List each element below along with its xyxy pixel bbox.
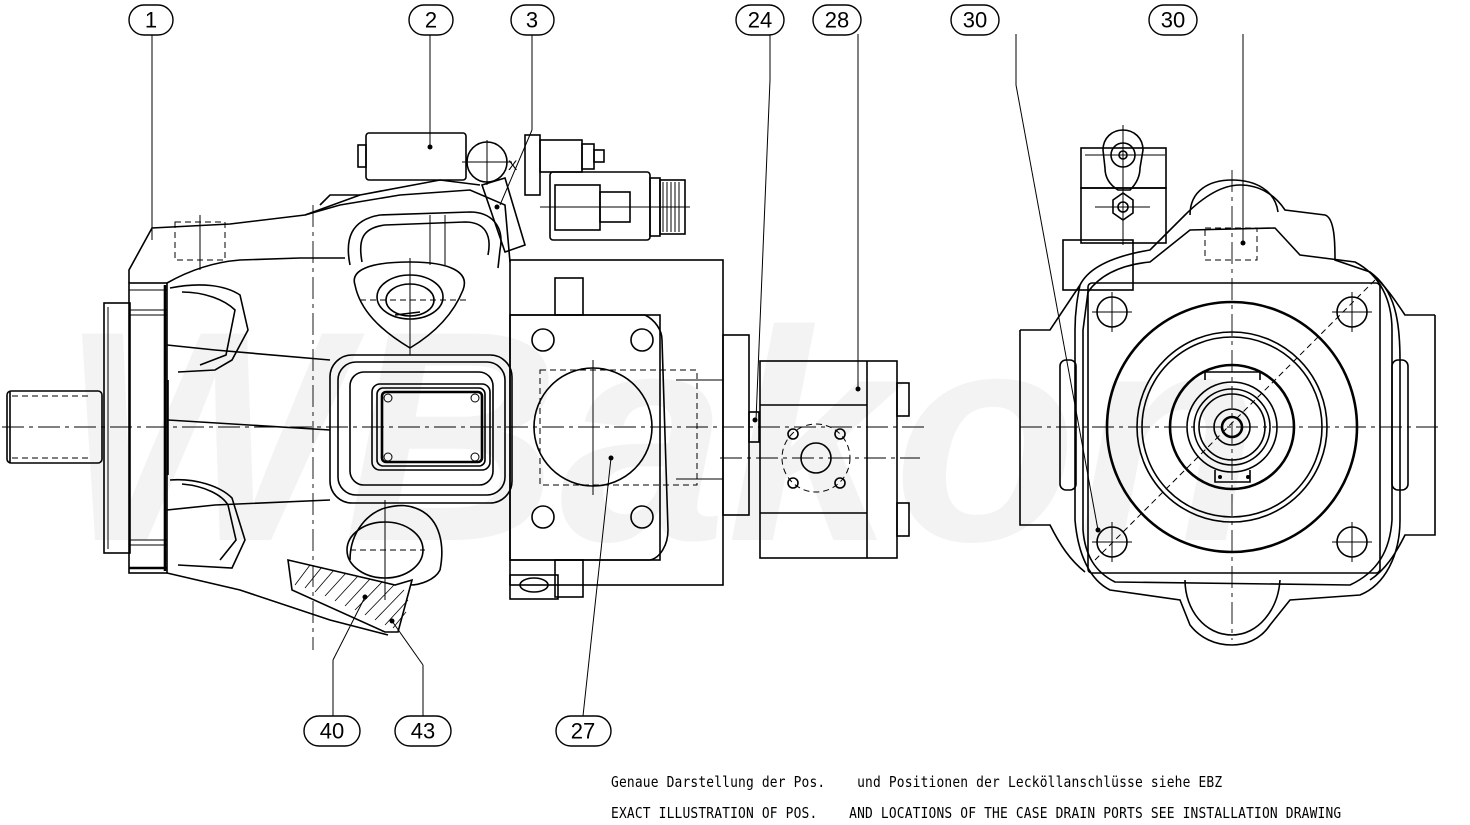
note-english: EXACT ILLUSTRATION OF POS. AND LOCATIONS…: [611, 804, 1341, 822]
control-valve: X: [304, 132, 690, 254]
drive-shaft: [6, 390, 103, 464]
svg-text:1: 1: [145, 8, 157, 33]
svg-text:30: 30: [1161, 8, 1185, 33]
svg-text:28: 28: [825, 8, 849, 33]
note-german-left: Genaue Darstellung der Pos.: [611, 773, 826, 791]
sectioned-part: [287, 558, 414, 633]
balloon-24: 24: [735, 4, 785, 36]
upper-boss: [347, 211, 502, 269]
balloon-28: 28: [812, 4, 862, 36]
end-view-valve: [1062, 125, 1167, 291]
note-german-right: und Positionen der Lecköllanschlüsse sie…: [857, 773, 1223, 791]
balloon-30-left: 30: [950, 4, 1000, 36]
gear-pump: [720, 334, 920, 559]
side-view: X: [2, 132, 925, 650]
balloon-43: 43: [394, 715, 452, 747]
note-english-left: EXACT ILLUSTRATION OF POS.: [611, 804, 818, 822]
balloon-1: 1: [128, 4, 174, 36]
balloon-2: 2: [408, 4, 454, 36]
lower-port: [346, 500, 443, 600]
end-view: [1019, 125, 1440, 646]
svg-text:43: 43: [411, 719, 435, 744]
svg-text:30: 30: [963, 8, 987, 33]
leader-lines: [151, 34, 1244, 717]
balloon-27: 27: [555, 715, 612, 747]
note-gap: [825, 773, 857, 791]
balloon-3: 3: [510, 4, 555, 36]
note-english-right: AND LOCATIONS OF THE CASE DRAIN PORTS SE…: [849, 804, 1342, 822]
svg-text:27: 27: [571, 719, 595, 744]
pressure-port-flange: [329, 354, 513, 504]
svg-text:24: 24: [748, 8, 772, 33]
upper-port: [353, 258, 470, 355]
balloon-30-right: 30: [1148, 4, 1198, 36]
mounting-flange: [103, 282, 168, 574]
balloon-40: 40: [303, 715, 361, 747]
svg-text:40: 40: [320, 719, 344, 744]
pump-housing: [128, 189, 511, 636]
note-german: Genaue Darstellung der Pos. und Position…: [611, 773, 1222, 791]
svg-text:2: 2: [425, 8, 437, 33]
svg-text:3: 3: [526, 8, 538, 33]
valve-marking: X: [508, 157, 518, 173]
note-gap: [817, 804, 849, 822]
